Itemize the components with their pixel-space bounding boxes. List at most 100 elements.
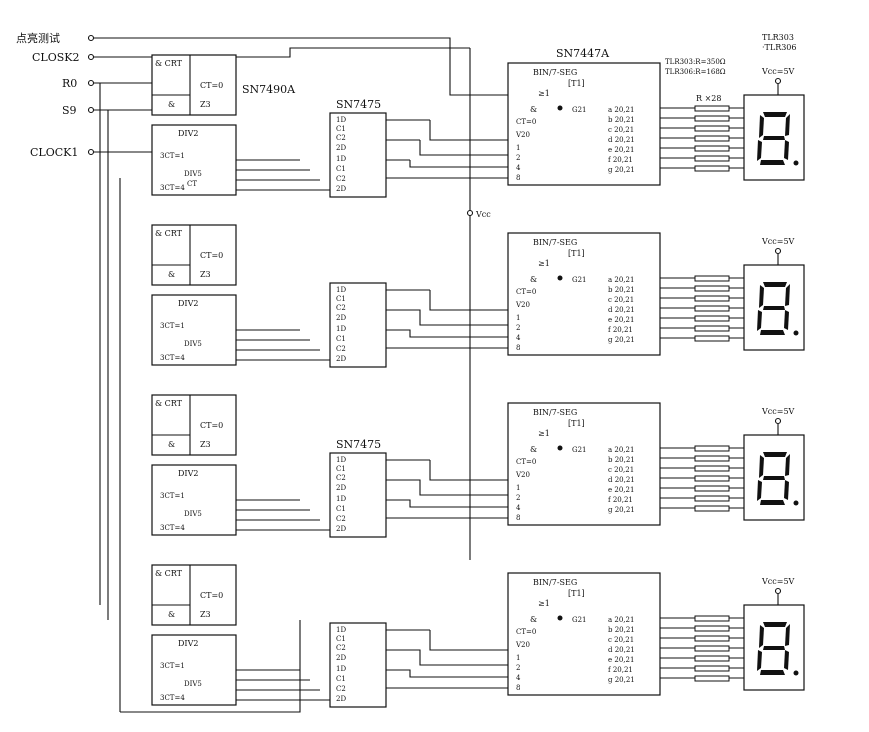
svg-text:Vcc=5V: Vcc=5V: [761, 577, 795, 586]
svg-text:V20: V20: [515, 641, 530, 649]
svg-text:a 20,21: a 20,21: [608, 276, 634, 284]
decoder-out-g: g 20,21: [608, 166, 635, 174]
decoder-junction: [557, 105, 563, 111]
svg-text:C2: C2: [336, 304, 346, 312]
svg-text:G21: G21: [572, 446, 587, 454]
svg-text:1: 1: [516, 484, 520, 492]
svg-text:CT=0: CT=0: [200, 591, 223, 600]
svg-text:3CT=4: 3CT=4: [160, 354, 185, 362]
svg-text:b 20,21: b 20,21: [608, 286, 635, 294]
svg-text:C1: C1: [336, 505, 346, 513]
decoder-out-e: e 20,21: [608, 146, 634, 154]
svg-text:8: 8: [516, 514, 520, 522]
svg-text:Vcc=5V: Vcc=5V: [761, 407, 795, 416]
decoder-out-c: c 20,21: [608, 126, 634, 134]
stage-1: & CRT CT=0 & Z3 SN7490A DIV2 3CT=1 DIV5 …: [151, 33, 805, 198]
svg-text:CT=0: CT=0: [200, 421, 223, 430]
resistor-bank-1: [660, 105, 750, 172]
svg-text:C1: C1: [336, 675, 346, 683]
latch-chip-name: SN7475: [336, 98, 381, 111]
latch-1d: 1D: [336, 116, 346, 124]
counter-div5-label: DIV5: [184, 170, 202, 178]
vcc-node-terminal: [466, 209, 474, 217]
svg-text:b 20,21: b 20,21: [608, 456, 635, 464]
svg-text:&: &: [168, 440, 175, 449]
stage-2: & CRT CT=0 & Z3 DIV2 3CT=1 DIV5 3CT=4 1D…: [151, 224, 805, 368]
svg-text:DIV2: DIV2: [178, 639, 198, 648]
counter-crt-label: & CRT: [155, 59, 183, 68]
svg-text:C1: C1: [336, 335, 346, 343]
vcc-node-label: Vcc: [475, 210, 491, 219]
svg-text:g 20,21: g 20,21: [608, 506, 635, 514]
stage-4: & CRT CT=0 & Z3 DIV2 3CT=1 DIV5 3CT=4 1D…: [151, 564, 805, 708]
svg-text:8: 8: [516, 684, 520, 692]
svg-text:DIV2: DIV2: [178, 469, 198, 478]
input-terminal-clock2: [87, 53, 95, 61]
decoder-in-2: 2: [516, 154, 520, 162]
svg-text:e 20,21: e 20,21: [608, 486, 634, 494]
svg-text:d 20,21: d 20,21: [608, 646, 635, 654]
input-terminal-clock1: [87, 148, 95, 156]
svg-text:C2: C2: [336, 474, 346, 482]
input-label-s9: S9: [62, 104, 77, 117]
decoder-t1: [T1]: [568, 79, 585, 88]
svg-text:&: &: [530, 445, 537, 454]
svg-text:C1: C1: [336, 465, 346, 473]
svg-text:4: 4: [516, 504, 521, 512]
svg-text:& CRT: & CRT: [155, 399, 183, 408]
svg-text:Vcc=5V: Vcc=5V: [761, 237, 795, 246]
svg-text:1: 1: [516, 654, 520, 662]
svg-text:Z3: Z3: [200, 440, 211, 449]
svg-text:8: 8: [516, 344, 520, 352]
svg-text:2D: 2D: [336, 695, 346, 703]
decoder-ct0: CT=0: [516, 118, 536, 126]
resistor-note-1: TLR303:R=350Ω: [665, 58, 726, 66]
decoder-in-8: 8: [516, 174, 520, 182]
svg-text:&: &: [168, 610, 175, 619]
counter-z3-label: Z3: [200, 100, 211, 109]
svg-text:3CT=4: 3CT=4: [160, 694, 185, 702]
counter-ct4-label: 3CT=4: [160, 184, 185, 192]
svg-text:[T1]: [T1]: [568, 589, 585, 598]
decoder-out-d: d 20,21: [608, 136, 635, 144]
display-vcc-terminal-1: [774, 77, 782, 85]
svg-text:2D: 2D: [336, 484, 346, 492]
decoder-ge1: ≥1: [538, 89, 550, 98]
counter-chip-name: SN7490A: [242, 83, 296, 96]
counter-div2-label: DIV2: [178, 129, 198, 138]
svg-text:1D: 1D: [336, 495, 346, 503]
decoder-v20: V20: [515, 131, 530, 139]
svg-text:f 20,21: f 20,21: [608, 496, 633, 504]
svg-text:CT=0: CT=0: [200, 251, 223, 260]
svg-text:g 20,21: g 20,21: [608, 336, 635, 344]
svg-text:& CRT: & CRT: [155, 569, 183, 578]
svg-text:&: &: [530, 275, 537, 284]
svg-text:c 20,21: c 20,21: [608, 296, 634, 304]
svg-text:C2: C2: [336, 345, 346, 353]
svg-text:a 20,21: a 20,21: [608, 616, 634, 624]
decoder-out-b: b 20,21: [608, 116, 635, 124]
svg-text:3CT=1: 3CT=1: [160, 492, 185, 500]
svg-text:G21: G21: [572, 276, 587, 284]
svg-text:1D: 1D: [336, 665, 346, 673]
latch-c1-b: C1: [336, 165, 346, 173]
svg-text:BIN/7-SEG: BIN/7-SEG: [533, 408, 577, 417]
counter-divider-block: [151, 124, 237, 196]
svg-text:&: &: [168, 270, 175, 279]
svg-text:4: 4: [516, 334, 521, 342]
svg-text:3CT=4: 3CT=4: [160, 524, 185, 532]
svg-text:BIN/7-SEG: BIN/7-SEG: [533, 578, 577, 587]
svg-text:V20: V20: [515, 301, 530, 309]
input-terminal-r0: [87, 79, 95, 87]
svg-text:b 20,21: b 20,21: [608, 626, 635, 634]
input-label-light-test: 点亮测试: [16, 31, 60, 45]
resistor-note-2: TLR306:R=168Ω: [665, 68, 726, 76]
svg-text:2D: 2D: [336, 355, 346, 363]
svg-text:SN7475: SN7475: [336, 438, 381, 451]
svg-text:a 20,21: a 20,21: [608, 446, 634, 454]
svg-text:& CRT: & CRT: [155, 229, 183, 238]
latch-c2: C2: [336, 134, 346, 142]
svg-text:d 20,21: d 20,21: [608, 476, 635, 484]
latch-c2-b: C2: [336, 175, 346, 183]
